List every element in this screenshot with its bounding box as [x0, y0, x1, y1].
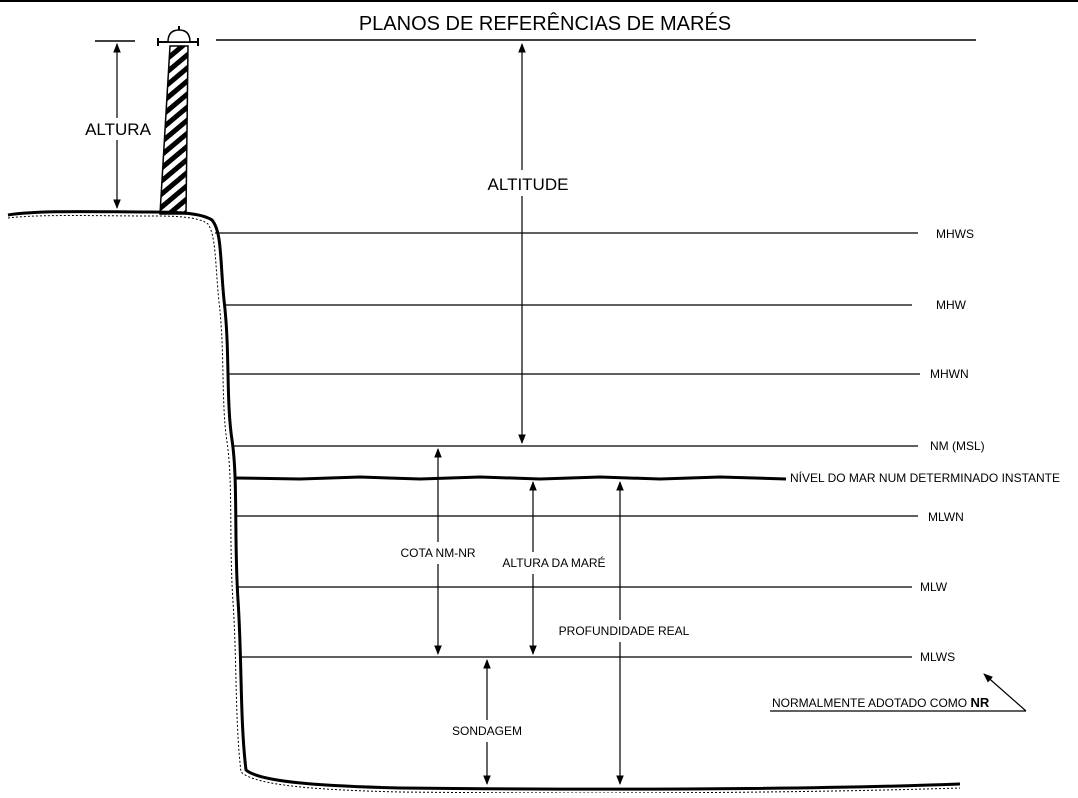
altura-mare-label: ALTURA DA MARÉ [502, 555, 605, 570]
level-label-mlws: MLWS [920, 650, 955, 664]
nr-note-text: NORMALMENTE ADOTADO COMO NR [772, 695, 990, 710]
altura-label: ALTURA [85, 120, 151, 139]
sondagem-label: SONDAGEM [452, 724, 522, 738]
level-label-mhwn: MHWN [930, 367, 969, 381]
level-label-nm: NM (MSL) [930, 439, 985, 453]
arrow-icon [983, 673, 1027, 712]
level-label-mlwn: MLWN [928, 510, 964, 524]
page-title: PLANOS DE REFERÊNCIAS DE MARÉS [359, 12, 731, 35]
instant-level-label: NÍVEL DO MAR NUM DETERMINADO INSTANTE [790, 470, 1060, 485]
profundidade-label: PROFUNDIDADE REAL [559, 624, 690, 638]
altitude-label: ALTITUDE [488, 175, 569, 194]
level-label-mlw: MLW [920, 580, 948, 594]
nr-note: NORMALMENTE ADOTADO COMO NR [770, 673, 1027, 712]
instant-sea-level-line [235, 475, 787, 481]
level-label-mhw: MHW [936, 298, 967, 312]
cota-label: COTA NM-NR [400, 546, 475, 560]
lighthouse-icon [157, 26, 199, 215]
level-label-mhws: MHWS [936, 227, 974, 241]
level-lines [215, 232, 920, 658]
